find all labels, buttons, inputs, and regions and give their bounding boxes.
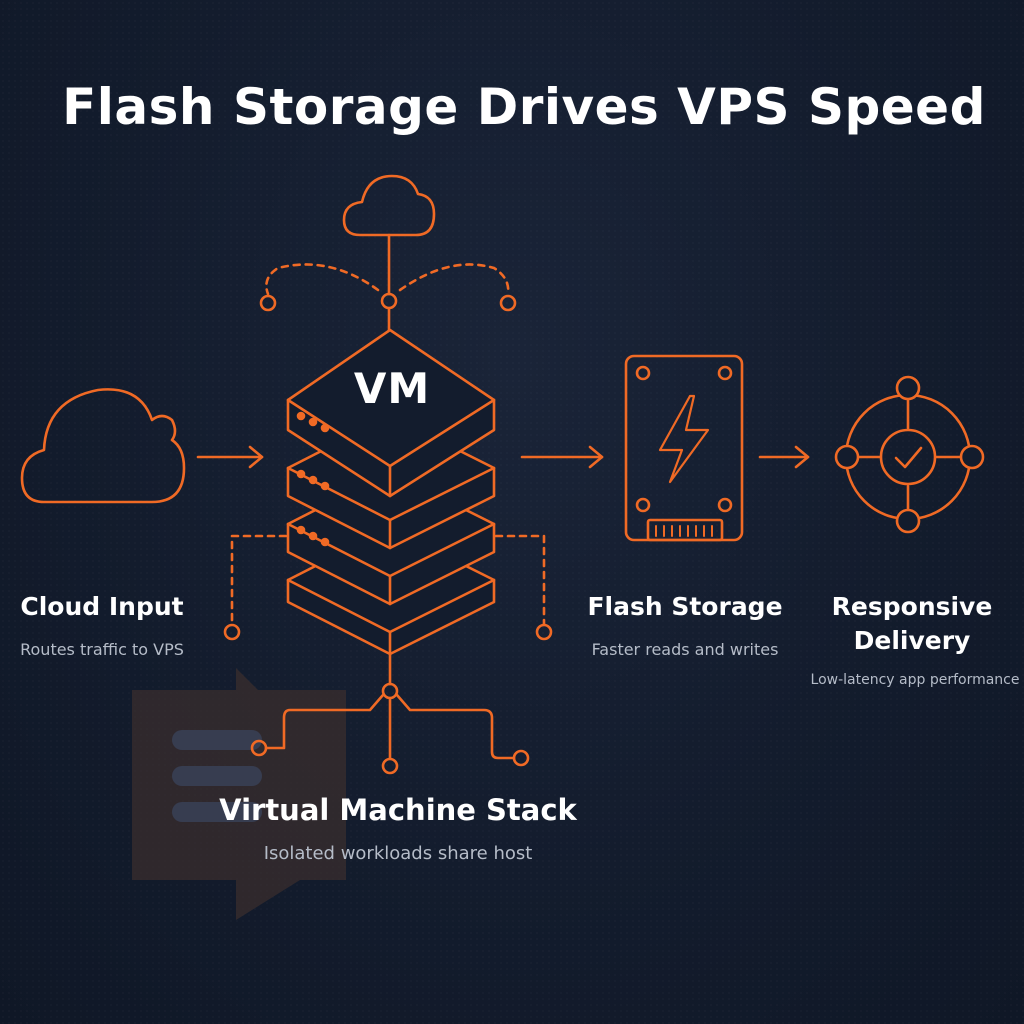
lightning-icon bbox=[658, 394, 710, 484]
vm-stack-description: Isolated workloads share host bbox=[263, 843, 533, 864]
watermark-icon bbox=[132, 668, 346, 920]
cloud-input-description: Routes traffic to VPS bbox=[20, 640, 184, 659]
arrow-cloud-to-vm bbox=[196, 445, 264, 469]
target-network-icon bbox=[834, 375, 985, 534]
checkmark-icon bbox=[894, 446, 923, 469]
cloud-icon bbox=[20, 388, 186, 504]
top-connectors bbox=[259, 233, 517, 332]
flash-storage-description: Faster reads and writes bbox=[591, 640, 779, 659]
vm-stack-label: Virtual Machine Stack bbox=[219, 793, 577, 827]
arrow-storage-to-delivery bbox=[758, 445, 810, 469]
page-title: Flash Storage Drives VPS Speed bbox=[62, 78, 986, 136]
cloud-input-label: Cloud Input bbox=[20, 592, 184, 621]
top-cloud-icon bbox=[342, 174, 436, 237]
server-stack-icon bbox=[286, 328, 496, 656]
arrow-vm-to-storage bbox=[520, 445, 604, 469]
flash-storage-label: Flash Storage bbox=[587, 592, 783, 621]
responsive-delivery-description: Low-latency app performance bbox=[810, 672, 1020, 688]
server-layer-1 bbox=[286, 328, 496, 498]
vm-label: VM bbox=[353, 364, 431, 413]
bottom-connectors bbox=[250, 652, 530, 775]
side-connectors bbox=[223, 534, 553, 641]
responsive-delivery-label: Responsive Delivery bbox=[831, 592, 993, 655]
ssd-icon bbox=[624, 354, 744, 542]
